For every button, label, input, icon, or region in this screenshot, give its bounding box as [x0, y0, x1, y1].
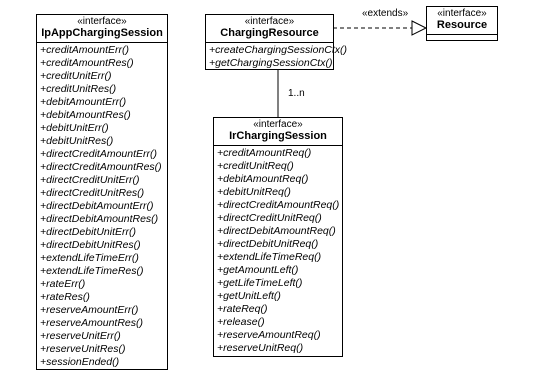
stereotype-label: «interface» [244, 16, 295, 27]
class-chargingresource[interactable]: «interface» ChargingResource +createChar… [205, 14, 348, 72]
stereotype-label: «interface» [437, 8, 487, 19]
class-name: IpAppChargingSession [41, 27, 163, 39]
operation-item: +extendLifeTimeErr() [40, 252, 139, 264]
class-name: IrChargingSession [229, 130, 327, 142]
operation-item: +getChargingSessionCtx() [209, 57, 333, 69]
operation-item: +debitUnitReq() [217, 186, 291, 198]
operation-item: +creditUnitRes() [40, 83, 117, 95]
generalization-arrowhead [411, 20, 428, 36]
operation-item: +debitUnitRes() [40, 135, 114, 147]
class-resource[interactable]: «interface» Resource [426, 6, 498, 41]
operation-item: +extendLifeTimeReq() [217, 251, 322, 263]
operation-item: +reserveAmountRes() [40, 317, 143, 329]
extends-label: «extends» [362, 8, 409, 19]
class-name: ChargingResource [220, 27, 319, 39]
stereotype-label: «interface» [253, 119, 303, 130]
operation-item: +extendLifeTimeRes() [40, 265, 144, 277]
operation-item: +creditAmountRes() [40, 57, 134, 69]
operation-item: +directCreditUnitErr() [40, 174, 140, 186]
operation-item: +directCreditAmountReq() [217, 199, 340, 211]
operation-item: +debitAmountRes() [40, 109, 131, 121]
operation-item: +debitUnitErr() [40, 122, 109, 134]
operation-item: +reserveAmountReq() [217, 329, 321, 341]
class-header: «interface» Resource [427, 7, 497, 35]
operation-item: +directDebitAmountReq() [217, 225, 336, 237]
class-ipappchargingsession[interactable]: «interface» IpAppChargingSession +credit… [36, 14, 168, 370]
class-name: Resource [436, 19, 488, 31]
stereotype-label: «interface» [77, 16, 127, 27]
operation-item: +reserveUnitErr() [40, 330, 121, 342]
operation-item: +creditAmountReq() [217, 147, 312, 159]
operation-item: +release() [217, 316, 265, 328]
operation-item: +getAmountLeft() [217, 264, 299, 276]
operation-item: +directCreditAmountErr() [40, 148, 157, 160]
class-irchargingsession[interactable]: «interface» IrChargingSession +creditAmo… [213, 117, 343, 357]
operations-list: +creditAmountErr()+creditAmountRes()+cre… [37, 43, 167, 371]
operation-item: +reserveUnitReq() [217, 342, 304, 354]
operation-item: +directDebitAmountRes() [40, 213, 159, 225]
operation-item: +getUnitLeft() [217, 290, 281, 302]
operation-item: +directCreditUnitReq() [217, 212, 322, 224]
operations-list: +createChargingSessionCtx()+getChargingS… [206, 43, 348, 72]
operation-item: +directDebitUnitRes() [40, 239, 141, 251]
operation-item: +reserveAmountErr() [40, 304, 139, 316]
operation-item: +directCreditUnitRes() [40, 187, 145, 199]
operation-item: +debitAmountErr() [40, 96, 127, 108]
operation-item: +creditUnitErr() [40, 70, 112, 82]
class-header: «interface» ChargingResource [206, 15, 333, 43]
operation-item: +rateReq() [217, 303, 268, 315]
operation-item: +directDebitUnitErr() [40, 226, 136, 238]
operation-item: +createChargingSessionCtx() [209, 44, 348, 56]
operation-item: +creditAmountErr() [40, 44, 129, 56]
operation-item: +sessionEnded() [40, 356, 120, 368]
multiplicity-label: 1..n [288, 88, 305, 99]
class-header: «interface» IpAppChargingSession [37, 15, 167, 43]
operation-item: +directDebitAmountErr() [40, 200, 154, 212]
operation-item: +rateRes() [40, 291, 90, 303]
operation-item: +debitAmountReq() [217, 173, 309, 185]
class-header: «interface» IrChargingSession [214, 118, 342, 146]
operation-item: +rateErr() [40, 278, 86, 290]
operation-item: +directDebitUnitReq() [217, 238, 319, 250]
operation-item: +getLifeTimeLeft() [217, 277, 303, 289]
operations-list: +creditAmountReq()+creditUnitReq()+debit… [214, 146, 342, 357]
operation-item: +directCreditAmountRes() [40, 161, 162, 173]
operation-item: +creditUnitReq() [217, 160, 294, 172]
operation-item: +reserveUnitRes() [40, 343, 126, 355]
